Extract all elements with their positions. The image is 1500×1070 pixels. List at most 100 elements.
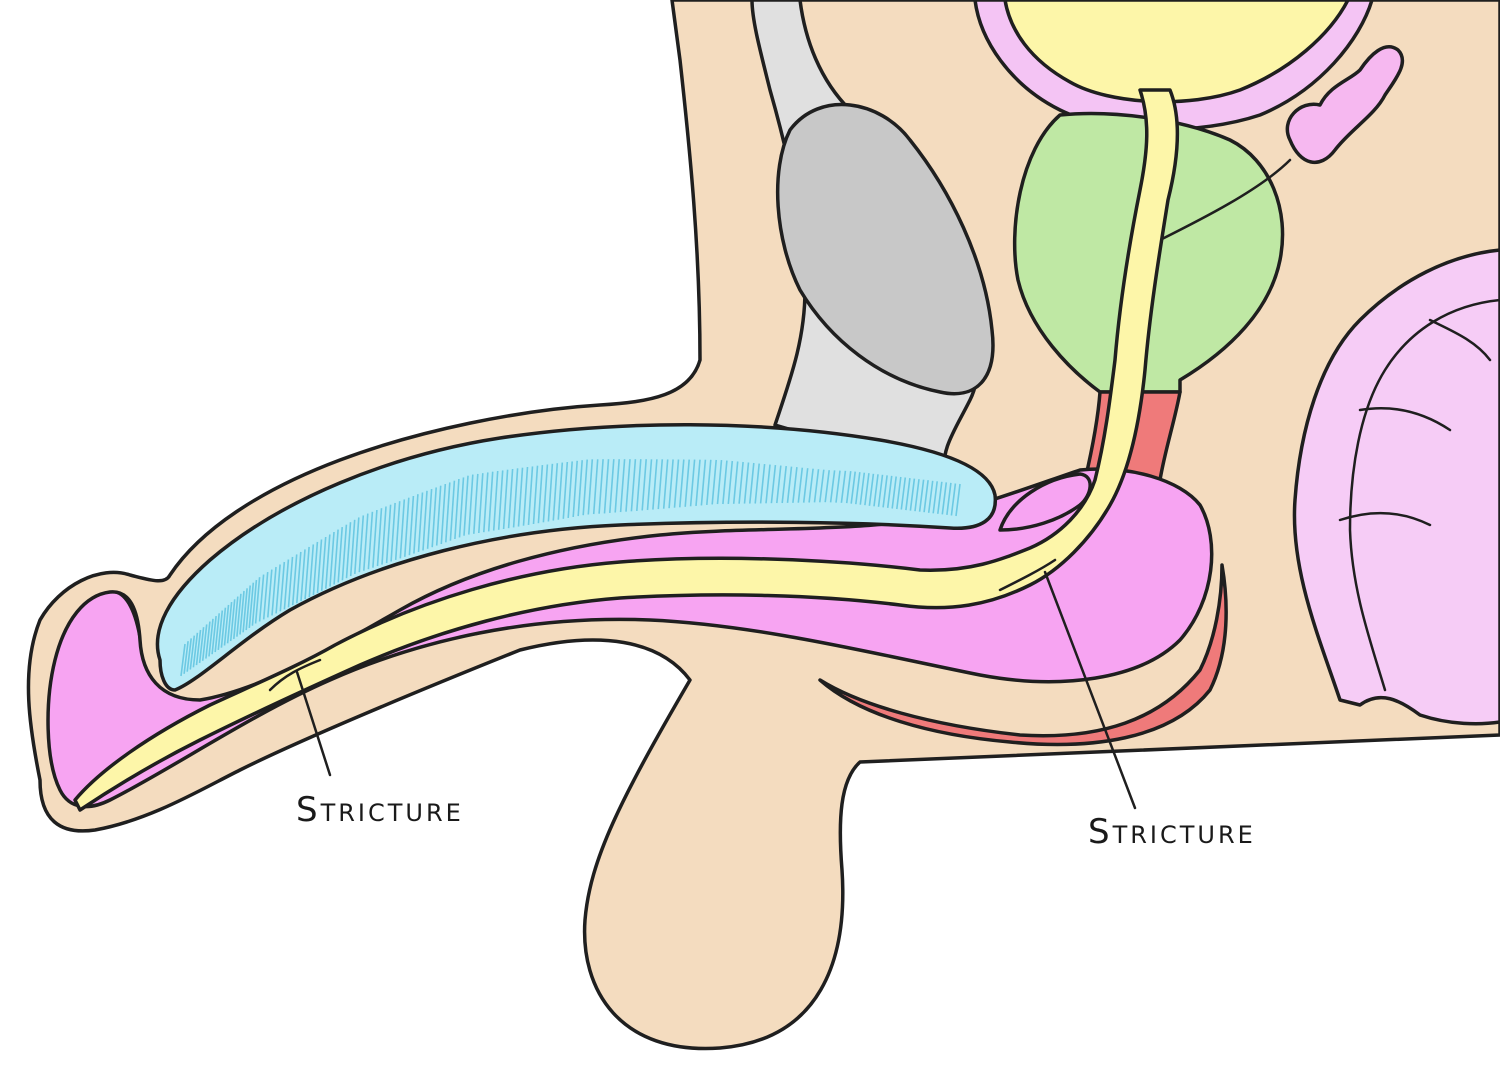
cavernosum-hatch-line: [614, 459, 620, 513]
cavernosum-hatch-line: [950, 483, 957, 516]
rectum: [1292, 248, 1500, 726]
cavernosum-hatch-line: [262, 572, 269, 620]
cavernosum-hatch-line: [492, 470, 499, 531]
ejaculatory-duct: [1158, 158, 1292, 242]
cavernosum-hatch-line: [404, 497, 410, 557]
cavernosum-hatch-line: [808, 468, 814, 503]
cavernosum-hatch-line: [195, 629, 202, 666]
cavernosum-hatch-line: [507, 468, 514, 529]
stricture-narrowing-distal: [268, 658, 322, 692]
cavernosum-hatch-line: [354, 517, 360, 574]
cavernosum-hatch-line: [186, 638, 192, 672]
cavernosum-hatch-line: [271, 566, 277, 616]
cavernosum-hatch-line: [946, 482, 952, 515]
cavernosum-hatch-line: [376, 508, 383, 567]
cavernosum-hatch-line: [440, 483, 447, 545]
cavernosum-hatch-line: [226, 602, 233, 644]
cavernosum-hatch-line: [547, 463, 554, 522]
cavernosum-hatch-line: [657, 459, 664, 510]
cavernosum-hatch-line: [201, 624, 208, 661]
cavernosum-hatch-line: [577, 460, 583, 517]
cavernosum-hatch-line: [813, 469, 820, 503]
cavernosum-hatch-line: [886, 475, 893, 508]
cavernosum-hatch-line: [636, 459, 642, 511]
cavernosum-hatch-line: [786, 466, 793, 503]
cavernosum-hatch-line: [254, 577, 261, 624]
cavernosum-hatch-line: [214, 613, 220, 653]
cavernosum-hatch-line: [198, 627, 205, 664]
cavernosum-hatch-line: [217, 610, 224, 650]
cavernosum-hatch-line: [426, 489, 433, 549]
corpus-cavernosum-texture: [180, 459, 961, 677]
cavernosum-hatch-line: [743, 462, 750, 504]
cavernosum-hatch-line: [517, 467, 524, 527]
cavernosum-hatch-line: [236, 593, 242, 637]
cavernosum-hatch-line: [850, 471, 856, 504]
cavernosum-hatch-line: [716, 460, 723, 505]
cavernosum-hatch-line: [445, 482, 451, 543]
cavernosum-hatch-line: [896, 476, 902, 510]
cavernosum-hatch-line: [229, 599, 236, 642]
cavernosum-hatch-line: [454, 478, 460, 540]
cavernosum-hatch-line: [873, 474, 879, 507]
cavernosum-hatch-line: [497, 470, 504, 530]
cavernosum-hatch-line: [211, 616, 217, 655]
cavernosum-hatch-line: [859, 472, 866, 505]
cavernosum-hatch-line: [941, 482, 948, 515]
cavernosum-hatch-line: [363, 513, 369, 571]
cavernosum-hatch-line: [727, 460, 734, 504]
cavernosum-hatch-line: [312, 541, 319, 595]
rectum-fold-2: [1358, 406, 1452, 432]
cavernosum-hatch-line: [390, 502, 396, 562]
cavernosum-hatch-line: [900, 477, 907, 510]
cavernosum-hatch-line: [797, 467, 804, 503]
pubic-bone-dense: [775, 102, 995, 396]
cavernosum-hatch-line: [483, 472, 489, 533]
cavernosum-hatch-line: [700, 459, 707, 506]
cavernosum-hatch-line: [279, 561, 286, 612]
stricture-leader-line-2: [1043, 570, 1137, 810]
cavernosum-hatch-line: [673, 459, 680, 508]
cavernosum-hatch-line: [345, 522, 352, 579]
cavernosum-hatch-line: [845, 471, 852, 504]
cavernosum-hatch-line: [189, 635, 196, 670]
stricture-narrowing-proximal: [998, 558, 1057, 592]
cavernosum-hatch-line: [802, 468, 809, 503]
cavernosum-hatch-line: [864, 473, 870, 506]
cavernosum-hatch-line: [824, 470, 830, 503]
cavernosum-hatch-line: [662, 459, 669, 509]
cavernosum-hatch-line: [220, 607, 227, 648]
cavernosum-hatch-line: [325, 534, 331, 589]
cavernosum-hatch-line: [598, 459, 604, 514]
cavernosum-hatch-line: [684, 459, 690, 507]
cavernosum-hatch-line: [592, 459, 599, 515]
cavernosum-hatch-line: [408, 495, 415, 556]
cavernosum-hatch-line: [781, 466, 787, 504]
cavernosum-hatch-line: [394, 501, 401, 560]
cavernosum-hatch-line: [603, 459, 610, 514]
stricture-label-distal: Stricture: [296, 790, 464, 830]
cavernosum-hatch-line: [542, 464, 549, 523]
cavernosum-hatch-line: [567, 461, 573, 518]
cavernosum-hatch-line: [527, 466, 534, 525]
cavernosum-hatch-line: [308, 544, 315, 598]
cavernosum-hatch-line: [711, 459, 717, 505]
seminal-vesicle: [1285, 45, 1405, 165]
penile-skin-fold: [108, 590, 142, 642]
cavernosum-hatch-line: [435, 485, 442, 546]
cavernosum-hatch-line: [329, 531, 335, 587]
cavernosum-hatch-line: [770, 465, 777, 504]
cavernosum-hatch-line: [251, 579, 258, 626]
cavernosum-hatch-line: [905, 478, 911, 511]
cavernosum-hatch-line: [695, 459, 701, 506]
cavernosum-hatch-line: [242, 588, 248, 633]
cavernosum-hatch-line: [754, 463, 760, 504]
cavernosum-hatch-line: [316, 539, 323, 593]
cavernosum-hatch-line: [557, 462, 564, 520]
cavernosum-hatch-line: [552, 463, 559, 521]
stricture-leader-line-1: [295, 670, 332, 777]
cavernosum-hatch-line: [652, 459, 658, 510]
cavernosum-hatch-line: [923, 480, 929, 513]
body-skin: [26, 0, 1500, 1051]
